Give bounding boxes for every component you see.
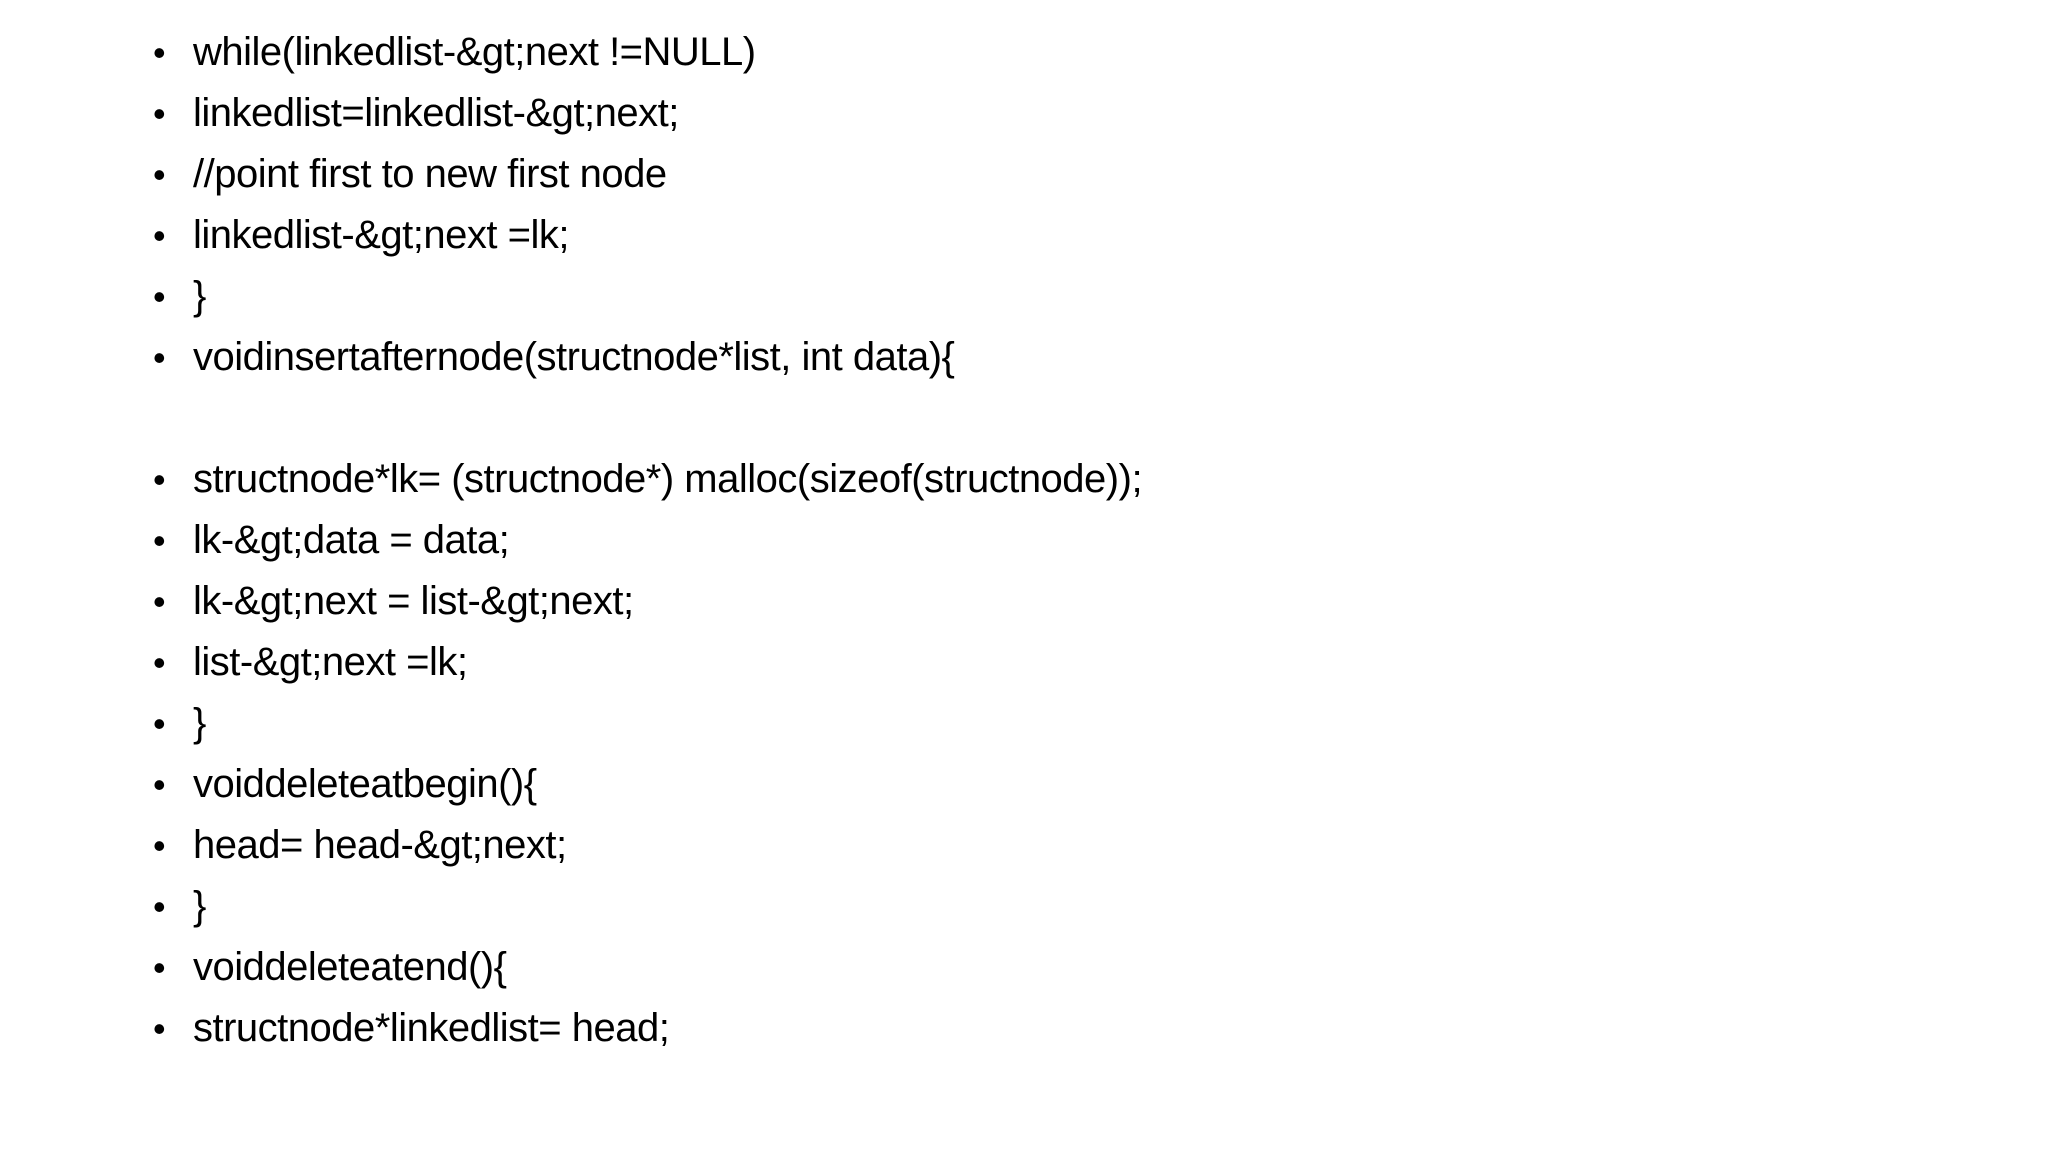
- list-item: • structnode*linkedlist= head;: [153, 998, 1142, 1059]
- list-item: • voiddeleteatend(){: [153, 937, 1142, 998]
- code-line-text: list-&gt;next =lk;: [193, 640, 468, 684]
- list-item: • linkedlist-&gt;next =lk;: [153, 205, 1142, 266]
- code-line-text: //point first to new first node: [193, 152, 667, 196]
- code-line-text: head= head-&gt;next;: [193, 823, 567, 867]
- bullet-marker: •: [153, 32, 166, 73]
- list-item: • linkedlist=linkedlist-&gt;next;: [153, 83, 1142, 144]
- bullet-marker: •: [153, 642, 166, 683]
- list-item: • structnode*lk= (structnode*) malloc(siz…: [153, 449, 1143, 510]
- code-line-text: structnode*linkedlist= head;: [193, 1006, 670, 1050]
- code-line-text: while(linkedlist-&gt;next !=NULL): [193, 30, 756, 74]
- list-item: • head= head-&gt;next;: [153, 815, 1142, 876]
- bullet-marker: •: [153, 93, 166, 134]
- list-item: • voiddeleteatbegin(){: [153, 754, 1142, 815]
- list-item: • lk-&gt;next = list-&gt;next;: [153, 571, 1142, 632]
- code-line-text: linkedlist=linkedlist-&gt;next;: [193, 91, 679, 135]
- bullet-marker: •: [153, 215, 166, 256]
- bullet-marker: •: [153, 276, 166, 317]
- code-line-text: voiddeleteatbegin(){: [193, 762, 537, 806]
- bullet-marker: •: [153, 520, 166, 561]
- bullet-marker: •: [153, 581, 166, 622]
- list-item: • //point first to new first node: [153, 144, 1142, 205]
- bullet-marker: •: [153, 1008, 166, 1049]
- bullet-marker: •: [153, 947, 166, 988]
- list-item: • lk-&gt;data = data;: [153, 510, 1142, 571]
- bullet-marker: •: [153, 337, 166, 378]
- list-item: • voidinsertafternode(structnode*list, in…: [153, 327, 1142, 388]
- code-line-text: lk-&gt;next = list-&gt;next;: [193, 579, 634, 623]
- code-line-text: }: [193, 274, 206, 318]
- list-item: • while(linkedlist-&gt;next !=NULL): [153, 22, 1142, 83]
- code-line-text: }: [193, 701, 206, 745]
- code-line-text: voiddeleteatend(){: [193, 945, 507, 989]
- bullet-marker: •: [153, 459, 166, 500]
- code-line-text: structnode*lk= (structnode*) malloc(size…: [193, 457, 1143, 501]
- bullet-marker: •: [153, 764, 166, 805]
- code-line-text: lk-&gt;data = data;: [193, 518, 510, 562]
- list-item: •}: [153, 876, 1142, 937]
- code-line-text: linkedlist-&gt;next =lk;: [193, 213, 569, 257]
- bullet-marker: •: [153, 703, 166, 744]
- bullet-marker: •: [153, 825, 166, 866]
- list-item: [153, 388, 1142, 449]
- code-bullet-list: • while(linkedlist-&gt;next !=NULL) • linke…: [153, 22, 1143, 1059]
- code-line-text: }: [193, 884, 206, 928]
- list-item: • list-&gt;next =lk;: [153, 632, 1142, 693]
- list-item: •}: [153, 266, 1142, 327]
- code-line-text: voidinsertafternode(structnode*list, int…: [193, 335, 955, 379]
- bullet-marker: •: [153, 886, 166, 927]
- list-item: •}: [153, 693, 1142, 754]
- bullet-marker: •: [153, 154, 166, 195]
